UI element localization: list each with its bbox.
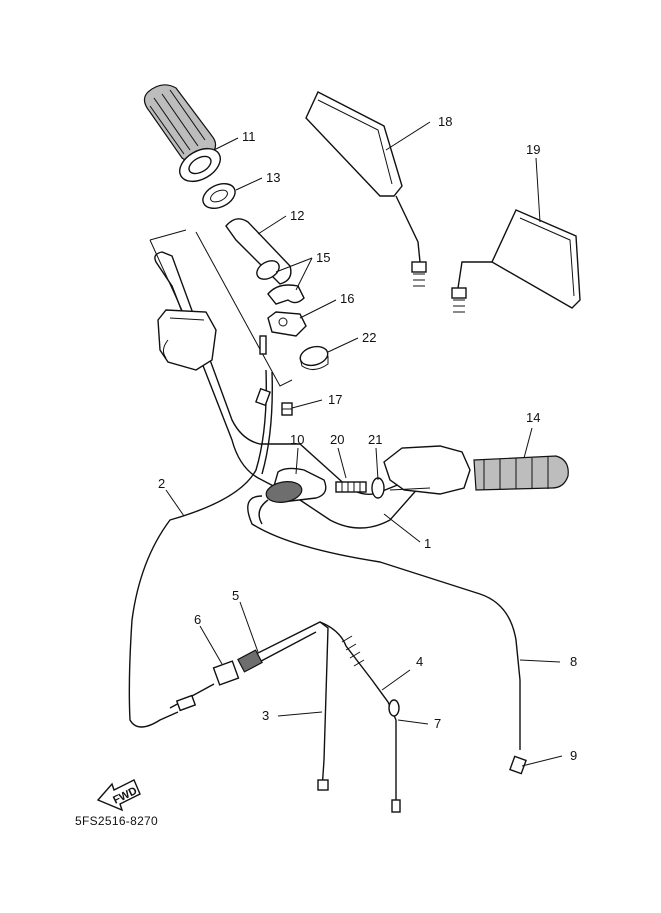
collar-part [202,183,236,209]
mirror-left-part [305,91,427,287]
screw-part [281,402,293,416]
grip-part [143,84,221,183]
callout-19: 19 [526,142,540,157]
throttle-cable-part [237,621,401,813]
callout-21: 21 [368,432,382,447]
callout-8: 8 [570,654,577,669]
callout-20: 20 [330,432,344,447]
throttle-housing-upper [267,284,305,305]
callout-5: 5 [232,588,239,603]
callout-labels: 11 13 12 15 16 22 17 18 19 14 10 20 21 1… [158,114,577,763]
callout-17: 17 [328,392,342,407]
fwd-label: FWD [111,785,139,807]
mirror-right-part [451,209,581,313]
right-grip-part [383,445,569,495]
callout-11: 11 [242,129,256,144]
cable-adjuster-part [169,660,240,712]
callout-7: 7 [434,716,441,731]
callout-22: 22 [362,330,376,345]
callout-6: 6 [194,612,201,627]
callout-10: 10 [290,432,304,447]
fwd-arrow-icon: FWD [96,779,141,812]
throttle-sleeve-part [225,218,292,285]
callout-12: 12 [290,208,304,223]
callout-16: 16 [340,291,354,306]
callout-14: 14 [526,410,540,425]
part-code: 5FS2516-8270 [75,814,158,828]
callout-4: 4 [416,654,423,669]
lever-holder-part [265,467,327,503]
callout-15: 15 [316,250,330,265]
adjuster-part [335,477,431,499]
throttle-collar-part [299,345,329,370]
left-switch-housing [157,309,217,371]
callout-2: 2 [158,476,165,491]
callout-1: 1 [424,536,431,551]
callout-3: 3 [262,708,269,723]
callout-9: 9 [570,748,577,763]
throttle-housing-lower [267,311,307,337]
callout-13: 13 [266,170,280,185]
leader-lines [165,121,563,767]
callout-18: 18 [438,114,452,129]
